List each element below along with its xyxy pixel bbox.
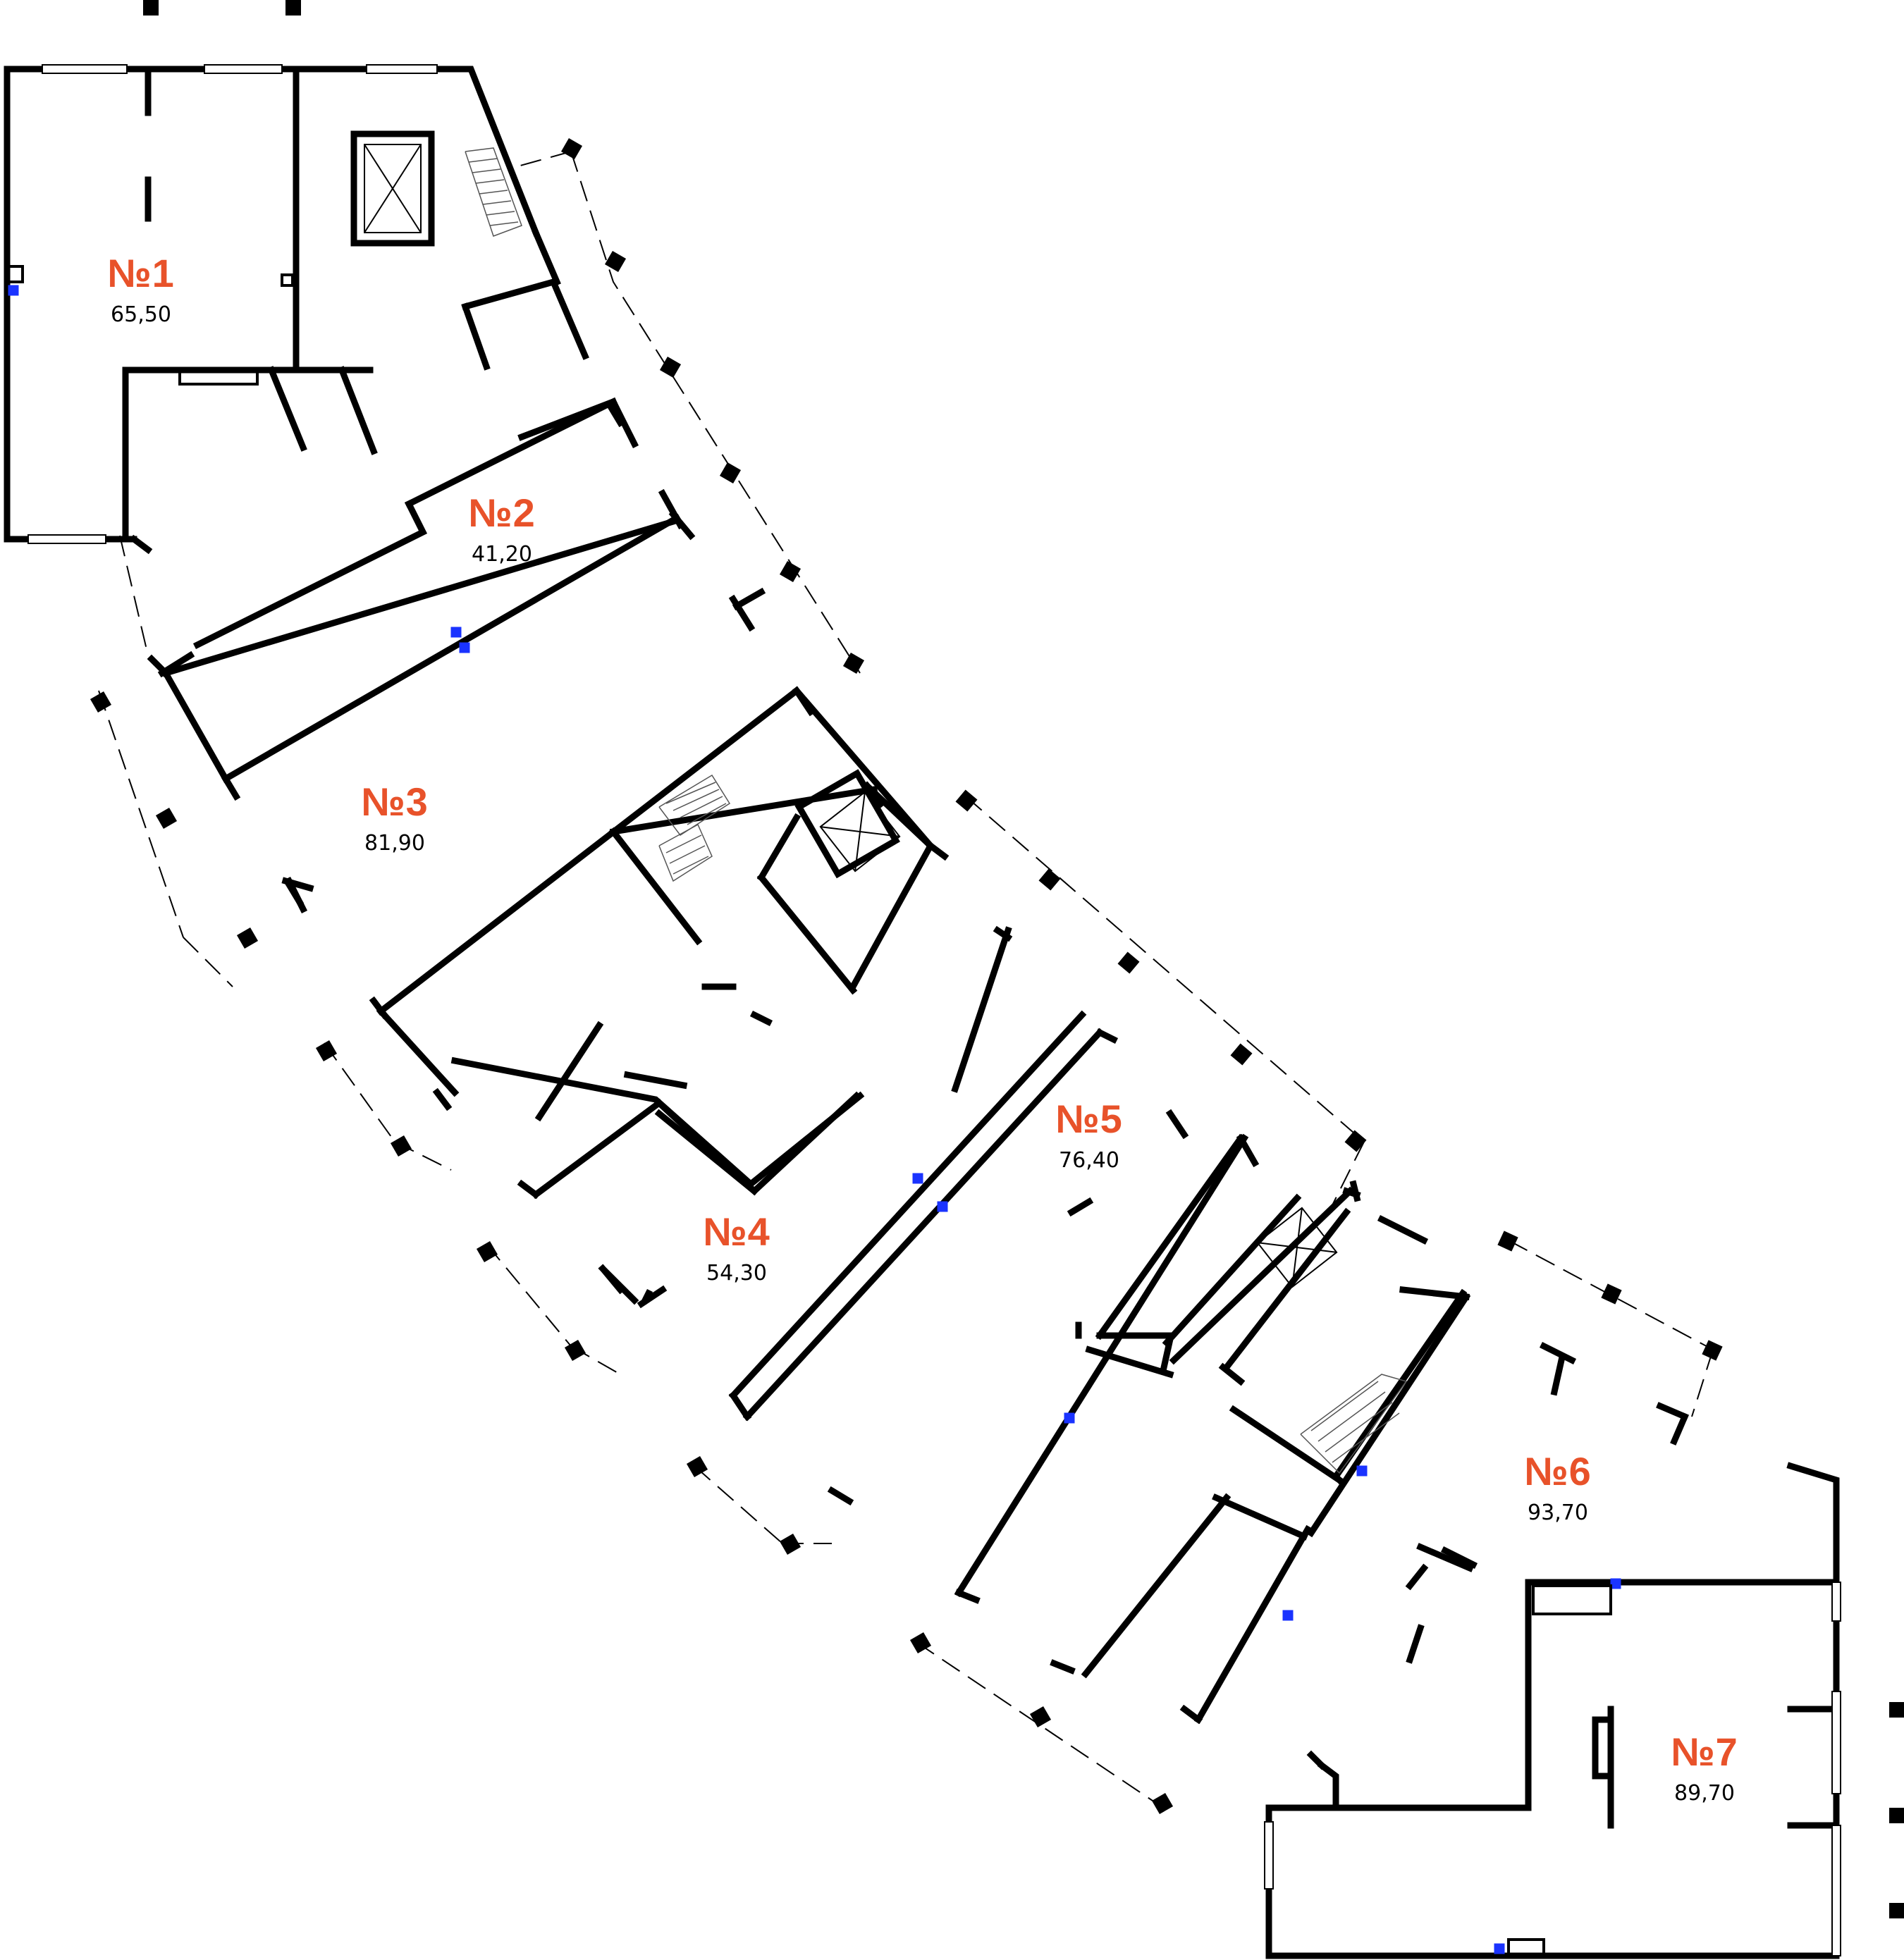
unit-number: №1 — [107, 251, 175, 295]
unit-4-label: №4 54,30 — [659, 1212, 814, 1284]
riser-markers — [8, 285, 1621, 1954]
unit-area: 41,20 — [472, 542, 532, 567]
unit-7-label: №7 89,70 — [1627, 1732, 1782, 1804]
unit-1-label: №1 65,50 — [63, 254, 219, 326]
unit-2-label: №2 41,20 — [424, 493, 579, 565]
unit-area: 65,50 — [111, 302, 171, 327]
unit-area: 76,40 — [1059, 1148, 1119, 1173]
unit-number: №5 — [1055, 1097, 1123, 1141]
unit-area: 81,90 — [364, 831, 425, 856]
elevators — [364, 144, 1338, 1288]
unit-number: №7 — [1671, 1730, 1738, 1774]
stairs — [465, 147, 1408, 1474]
unit-area: 93,70 — [1528, 1500, 1588, 1525]
unit-number: №6 — [1524, 1449, 1592, 1493]
unit-number: №2 — [468, 491, 536, 535]
walls — [4, 66, 1840, 1959]
unit-number: №4 — [703, 1209, 770, 1254]
terrace-outlines — [98, 151, 1714, 1808]
unit-area: 54,30 — [706, 1261, 767, 1286]
unit-area: 89,70 — [1674, 1781, 1735, 1806]
unit-6-label: №6 93,70 — [1480, 1452, 1635, 1524]
unit-3-label: №3 81,90 — [317, 782, 472, 854]
windows — [27, 64, 1841, 1956]
columns — [90, 0, 1904, 1918]
unit-number: №3 — [361, 779, 429, 824]
unit-5-label: №5 76,40 — [1012, 1099, 1167, 1171]
shafts — [7, 265, 1612, 1959]
